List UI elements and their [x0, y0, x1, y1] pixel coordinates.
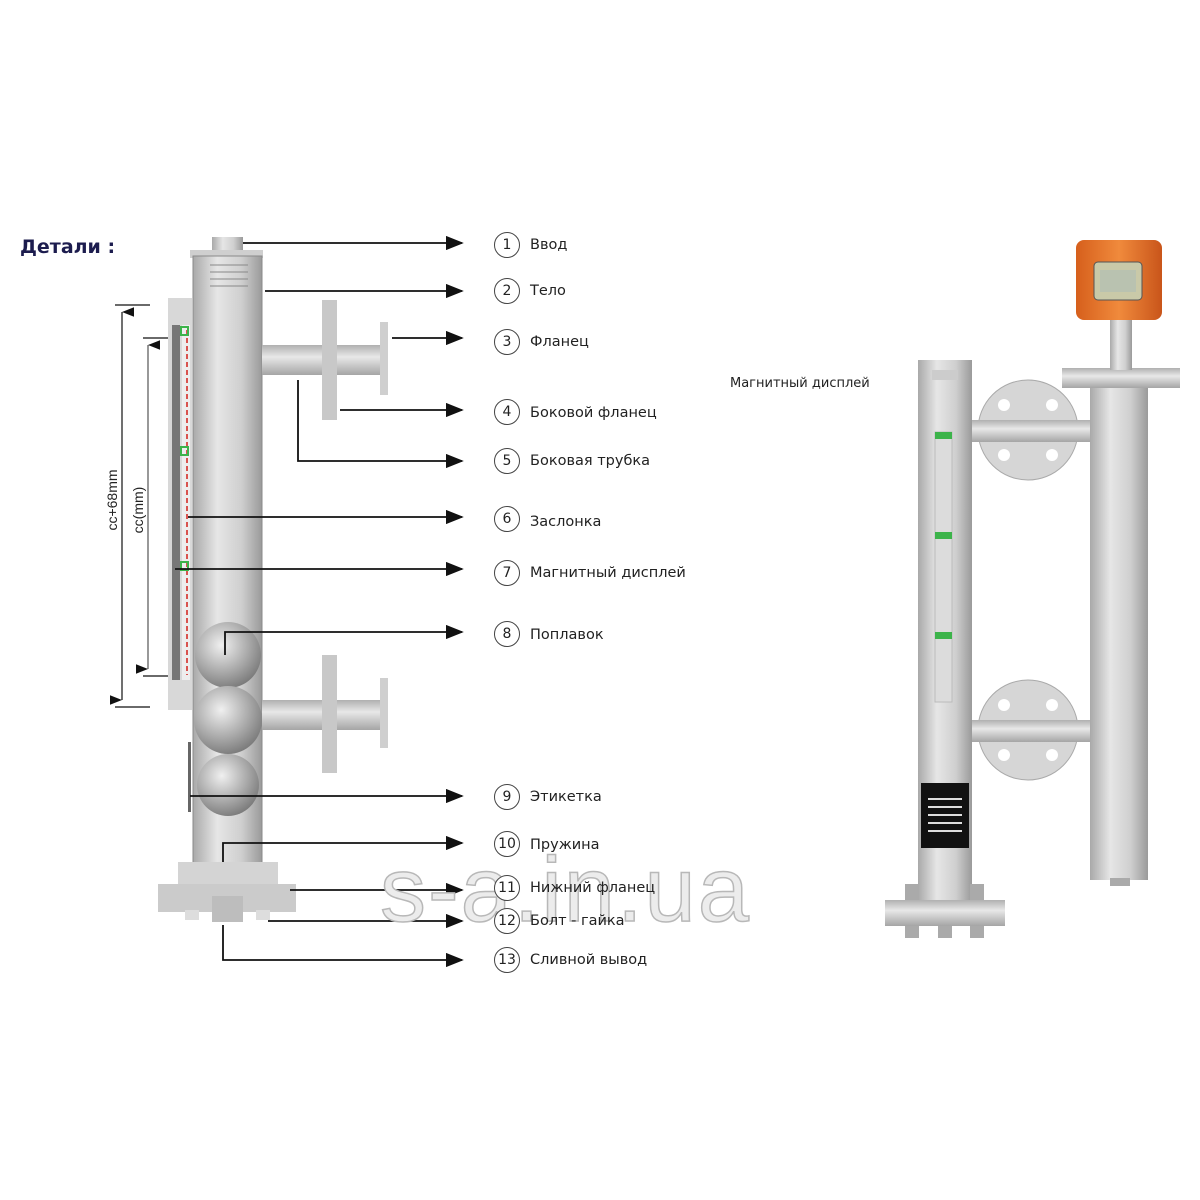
dimension-lines	[110, 304, 168, 708]
part-number: 3	[494, 329, 520, 355]
product-caption: Магнитный дисплей	[730, 376, 870, 391]
part-label: Боковой фланец	[530, 405, 657, 421]
part-number: 7	[494, 560, 520, 586]
dimension-outer: cc+68mm	[104, 469, 120, 530]
part-label: Магнитный дисплей	[530, 565, 686, 581]
part-number: 13	[494, 947, 520, 973]
part-label: Поплавок	[530, 627, 604, 643]
part-label: Заслонка	[530, 514, 602, 530]
part-number: 9	[494, 784, 520, 810]
page-title: Детали :	[20, 236, 116, 258]
part-number: 10	[494, 831, 520, 857]
part-number: 11	[494, 875, 520, 901]
part-number: 2	[494, 278, 520, 304]
part-label: Этикетка	[530, 789, 602, 805]
part-number: 1	[494, 232, 520, 258]
part-number: 5	[494, 448, 520, 474]
part-label: Сливной вывод	[530, 952, 648, 968]
part-label: Фланец	[530, 334, 589, 350]
part-label: Ввод	[530, 237, 568, 253]
part-label: Боковая трубка	[530, 453, 651, 469]
cutaway-level-gauge	[158, 237, 388, 922]
dimension-inner: cc(mm)	[130, 487, 146, 534]
watermark: s-a.in.ua	[379, 838, 751, 942]
product-photo	[885, 240, 1180, 938]
part-label: Болт - гайка	[530, 913, 625, 929]
part-label: Тело	[530, 283, 566, 299]
part-label: Пружина	[530, 837, 600, 853]
part-label: Нижний фланец	[530, 880, 656, 896]
part-number: 8	[494, 621, 520, 647]
part-number: 12	[494, 908, 520, 934]
part-number: 4	[494, 399, 520, 425]
part-number: 6	[494, 506, 520, 532]
leader-lines	[175, 235, 464, 968]
